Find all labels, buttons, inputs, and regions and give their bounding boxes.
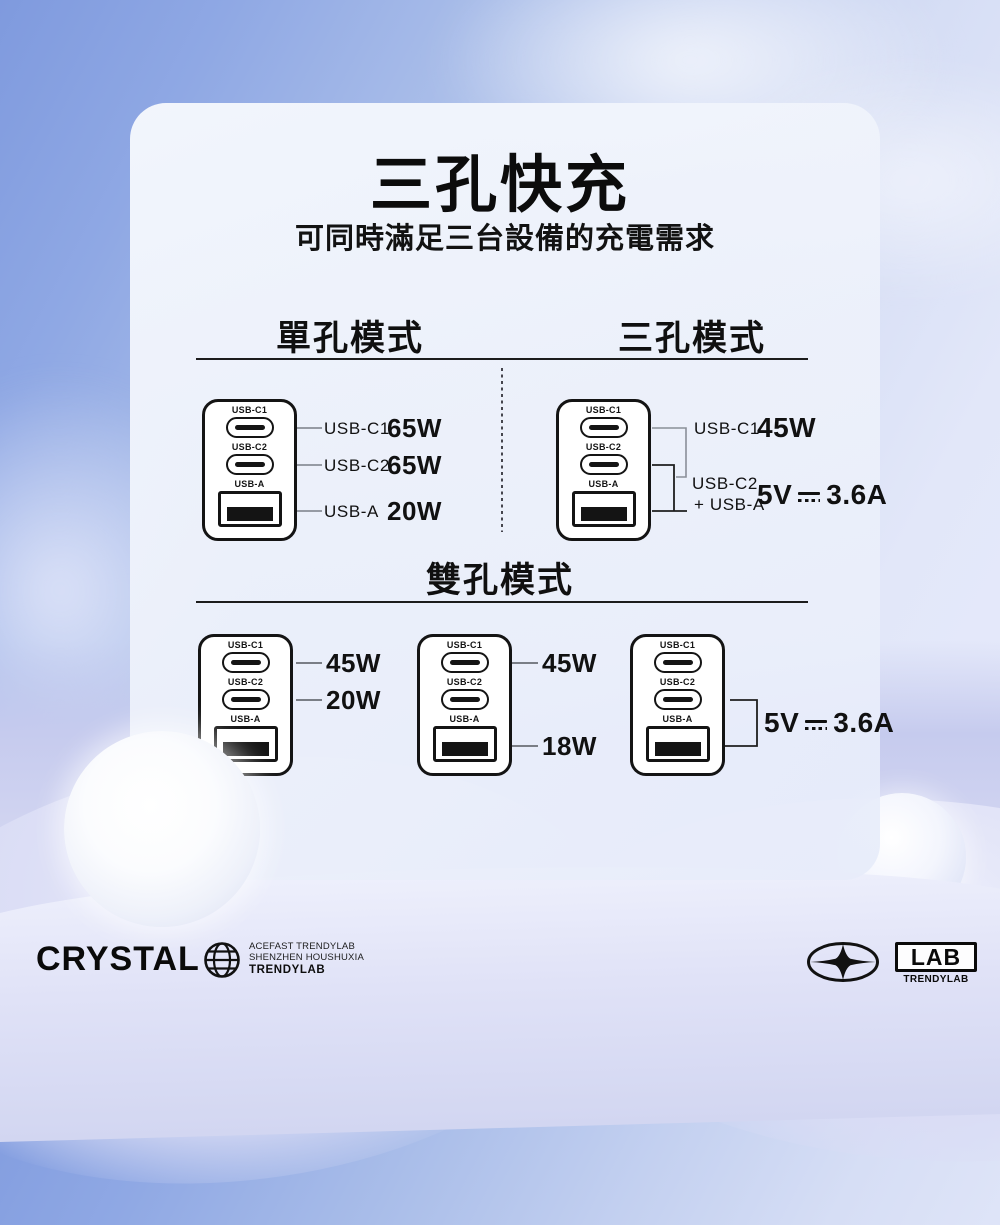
triple-group-port1: USB-C2: [692, 474, 758, 493]
page-title: 三孔快充: [369, 151, 631, 220]
usb-a-port: [571, 491, 636, 527]
usb-c2-port: [653, 689, 702, 710]
usb-c1-port: [221, 652, 270, 673]
port-label-usb-c2: USB-C2: [227, 677, 264, 687]
usb-c1-port: [653, 652, 702, 673]
port-label-usb-c1: USB-C1: [446, 640, 483, 650]
usb-a-port: [217, 491, 282, 527]
heading-dual-port-mode: 雙孔模式: [425, 561, 575, 600]
amp-value: 3.6A: [826, 479, 888, 510]
usb-c2-port: [440, 689, 489, 710]
four-point-star-logo-icon: [807, 942, 879, 982]
port-label-usb-c2: USB-C2: [446, 677, 483, 687]
port-label-usb-c1: USB-C1: [227, 640, 264, 650]
port-label-usb-a: USB-A: [588, 479, 619, 489]
charger-dual-mode-2: USB-C1 USB-C2 USB-A: [417, 634, 512, 776]
dashed-vertical-divider: [501, 368, 503, 532]
page-subtitle: 可同時滿足三台設備的充電需求: [294, 223, 716, 255]
port-label-usb-c1: USB-C1: [231, 405, 268, 415]
heading-single-port-mode: 單孔模式: [275, 319, 425, 358]
lab-logo-text: LAB: [910, 943, 962, 970]
triple-c1-watt: 45W: [757, 412, 817, 443]
single-row1-port: USB-C1: [324, 419, 390, 438]
company-text-block: ACEFAST TRENDYLAB SHENZHEN HOUSHUXIA TRE…: [249, 941, 364, 976]
single-row3-port: USB-A: [324, 502, 379, 521]
charger-single-mode: USB-C1 USB-C2 USB-A: [202, 399, 297, 541]
port-label-usb-a: USB-A: [662, 714, 693, 724]
company-line-3: TRENDYLAB: [249, 964, 326, 976]
usb-c2-port: [221, 689, 270, 710]
lab-logo: LAB: [895, 942, 977, 972]
section-divider-line-top: [196, 358, 808, 360]
port-label-usb-a: USB-A: [449, 714, 480, 724]
company-line-2: SHENZHEN HOUSHUXIA: [249, 951, 364, 963]
dc-voltage-icon: [805, 720, 828, 732]
company-line-1: ACEFAST TRENDYLAB: [249, 941, 355, 952]
charger-triple-mode: USB-C1 USB-C2 USB-A: [556, 399, 651, 541]
single-row2-watt: 65W: [387, 450, 442, 480]
charger-dual-mode-3: USB-C1 USB-C2 USB-A: [630, 634, 725, 776]
decor-sphere-left: [64, 731, 260, 927]
port-label-usb-c2: USB-C2: [659, 677, 696, 687]
single-row3-watt: 20W: [387, 496, 442, 526]
dc-voltage-icon: [798, 492, 821, 504]
crystal-logo: CRYSTAL: [36, 940, 200, 978]
dual2-c1-watt: 45W: [542, 648, 597, 678]
usb-c1-port: [225, 417, 274, 438]
usb-c1-port: [579, 417, 628, 438]
footer: CRYSTAL ACEFAST TRENDYLAB SHENZHEN HOUSH…: [0, 930, 1000, 1000]
port-label-usb-c2: USB-C2: [585, 442, 622, 452]
volt-value: 5V: [757, 479, 793, 510]
dual2-a-watt: 18W: [542, 731, 597, 761]
port-label-usb-a: USB-A: [234, 479, 265, 489]
dual3-group-rating: 5V 3.6A: [764, 709, 894, 737]
lab-logo-subtext: TRENDYLAB: [903, 974, 969, 985]
usb-a-port: [645, 726, 710, 762]
globe-icon: [204, 942, 240, 978]
single-row2-port: USB-C2: [324, 456, 390, 475]
triple-c1-port: USB-C1: [694, 419, 760, 438]
port-label-usb-c1: USB-C1: [585, 405, 622, 415]
amp-value: 3.6A: [833, 707, 895, 738]
usb-c2-port: [225, 454, 274, 475]
usb-c2-port: [579, 454, 628, 475]
port-label-usb-c1: USB-C1: [659, 640, 696, 650]
port-label-usb-a: USB-A: [230, 714, 261, 724]
dual1-c2-watt: 20W: [326, 685, 381, 715]
port-label-usb-c2: USB-C2: [231, 442, 268, 452]
dual1-c1-watt: 45W: [326, 648, 381, 678]
triple-group-port2: + USB-A: [694, 495, 765, 514]
section-divider-line-middle: [196, 601, 808, 603]
usb-a-port: [432, 726, 497, 762]
usb-c1-port: [440, 652, 489, 673]
triple-group-rating: 5V 3.6A: [757, 481, 887, 509]
volt-value: 5V: [764, 707, 800, 738]
heading-triple-port-mode: 三孔模式: [617, 319, 767, 358]
single-row1-watt: 65W: [387, 413, 442, 443]
